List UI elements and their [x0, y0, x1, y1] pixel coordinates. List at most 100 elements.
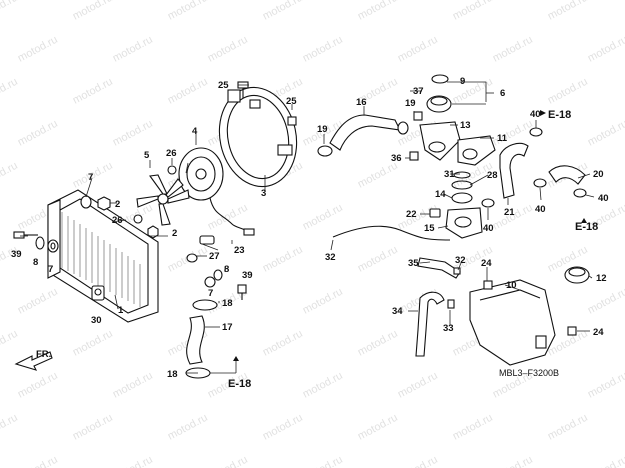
- fan-shroud[interactable]: [210, 80, 305, 194]
- watermark-text: motod.ru: [111, 118, 155, 149]
- thermostat-housing-11[interactable]: [457, 135, 496, 166]
- collar-8-left[interactable]: [35, 236, 45, 250]
- callout-35: 35: [408, 258, 419, 269]
- callout-12: 12: [596, 273, 607, 284]
- watermark-text: motod.ru: [396, 454, 440, 468]
- watermark-text: motod.ru: [356, 244, 400, 275]
- watermark-text: motod.ru: [71, 0, 115, 23]
- watermark-text: motod.ru: [261, 244, 305, 275]
- hose-clamp-19-right[interactable]: [397, 121, 409, 135]
- radiator[interactable]: [47, 189, 159, 323]
- collar-8-right[interactable]: [213, 269, 223, 281]
- ref-e18-top: E-18: [548, 109, 571, 121]
- bolt-36[interactable]: [409, 151, 419, 161]
- watermark-text: motod.ru: [0, 412, 20, 443]
- callout-36: 36: [391, 153, 402, 164]
- nut-2-b[interactable]: [147, 225, 159, 239]
- thermostat-cover-15[interactable]: [445, 207, 483, 239]
- bolt-24-right[interactable]: [567, 326, 577, 336]
- clip-32-small[interactable]: [453, 267, 461, 275]
- callout-23: 23: [234, 245, 245, 256]
- watermark-text: motod.ru: [71, 328, 115, 359]
- fan-blade[interactable]: [136, 174, 190, 226]
- overflow-tube-34[interactable]: [415, 291, 445, 357]
- callout-37: 37: [413, 86, 424, 97]
- fr-label: FR.: [36, 349, 51, 360]
- watermark-text: motod.ru: [586, 370, 625, 401]
- grommet-7-right[interactable]: [204, 276, 216, 288]
- callout-17: 17: [222, 322, 233, 333]
- gasket-28[interactable]: [451, 180, 473, 190]
- nut-26-b[interactable]: [133, 214, 143, 224]
- watermark-text: motod.ru: [166, 76, 210, 107]
- nut-26-a[interactable]: [167, 165, 177, 175]
- bolt-37[interactable]: [413, 111, 423, 121]
- grommet-7-left[interactable]: [47, 239, 59, 253]
- watermark-text: motod.ru: [16, 454, 60, 468]
- hose-clamp-40-b[interactable]: [533, 178, 547, 188]
- hose-clamp-40-a[interactable]: [529, 127, 543, 137]
- callout-14: 14: [435, 189, 446, 200]
- watermark-text: motod.ru: [111, 34, 155, 65]
- callout-26: 26: [112, 215, 123, 226]
- bolt-39-right[interactable]: [237, 284, 247, 300]
- nut-2-top[interactable]: [97, 196, 111, 211]
- fan-motor[interactable]: [178, 147, 255, 236]
- reserve-tank[interactable]: [469, 279, 556, 366]
- hose-clamp-19-left[interactable]: [317, 145, 333, 157]
- clip-33[interactable]: [447, 299, 455, 309]
- callout-19: 19: [317, 124, 328, 135]
- siphon-tube-32[interactable]: [332, 225, 451, 241]
- callout-10: 10: [506, 280, 517, 291]
- watermark-text: motod.ru: [301, 34, 345, 65]
- reserve-tank-cap-12[interactable]: [564, 266, 590, 284]
- water-filler-neck-13[interactable]: [419, 121, 461, 161]
- radiator-cap-seal[interactable]: [426, 95, 452, 113]
- front-direction-arrow: FR.: [14, 349, 53, 371]
- callout-8: 8: [33, 257, 38, 268]
- callout-26: 26: [166, 148, 177, 159]
- hose-clamp-40-d[interactable]: [481, 198, 495, 208]
- water-hose-20[interactable]: [548, 165, 586, 185]
- watermark-text: motod.ru: [356, 0, 400, 23]
- bolt-24-top[interactable]: [483, 280, 493, 290]
- callout-15: 15: [424, 223, 435, 234]
- callout-2: 2: [115, 199, 120, 210]
- callout-32: 32: [455, 255, 466, 266]
- hose-clamp-40-c[interactable]: [573, 188, 587, 198]
- lower-radiator-hose[interactable]: [186, 315, 205, 365]
- callout-5: 5: [144, 150, 150, 161]
- ref-e18-bottom: E-18: [228, 378, 251, 390]
- thermostat-14[interactable]: [451, 192, 473, 204]
- callout-11: 11: [497, 133, 508, 144]
- siphon-tube-35[interactable]: [417, 257, 461, 279]
- callout-40: 40: [535, 204, 546, 215]
- watermark-text: motod.ru: [396, 34, 440, 65]
- cross-references: E-18 E-18 E-18: [228, 109, 598, 390]
- callout-21: 21: [504, 207, 515, 218]
- bolt-39-left[interactable]: [13, 231, 38, 239]
- upper-radiator-hose[interactable]: [329, 114, 401, 151]
- watermark-text: motod.ru: [206, 454, 250, 468]
- hose-clamp-18-upper[interactable]: [192, 299, 218, 311]
- watermark-text: motod.ru: [356, 328, 400, 359]
- watermark-text: motod.ru: [0, 160, 20, 191]
- watermark-text: motod.ru: [586, 454, 625, 468]
- grommet-7-top[interactable]: [80, 195, 92, 209]
- watermark-text: motod.ru: [16, 118, 60, 149]
- watermark-text: motod.ru: [16, 370, 60, 401]
- watermark-text: motod.ru: [356, 412, 400, 443]
- watermark-text: motod.ru: [0, 0, 20, 23]
- water-hose-21[interactable]: [499, 142, 529, 199]
- sensor-22[interactable]: [429, 208, 441, 218]
- radiator-cap-9[interactable]: [431, 74, 449, 84]
- callout-2: 2: [172, 228, 177, 239]
- o-ring-31[interactable]: [453, 171, 471, 179]
- thermosensor-23[interactable]: [199, 235, 215, 245]
- watermark-text: motod.ru: [301, 286, 345, 317]
- bolt-25-right[interactable]: [287, 116, 297, 126]
- callout-9: 9: [460, 76, 465, 87]
- watermark-text: motod.ru: [356, 160, 400, 191]
- fan-switch-27[interactable]: [186, 253, 198, 263]
- callout-18: 18: [222, 298, 233, 309]
